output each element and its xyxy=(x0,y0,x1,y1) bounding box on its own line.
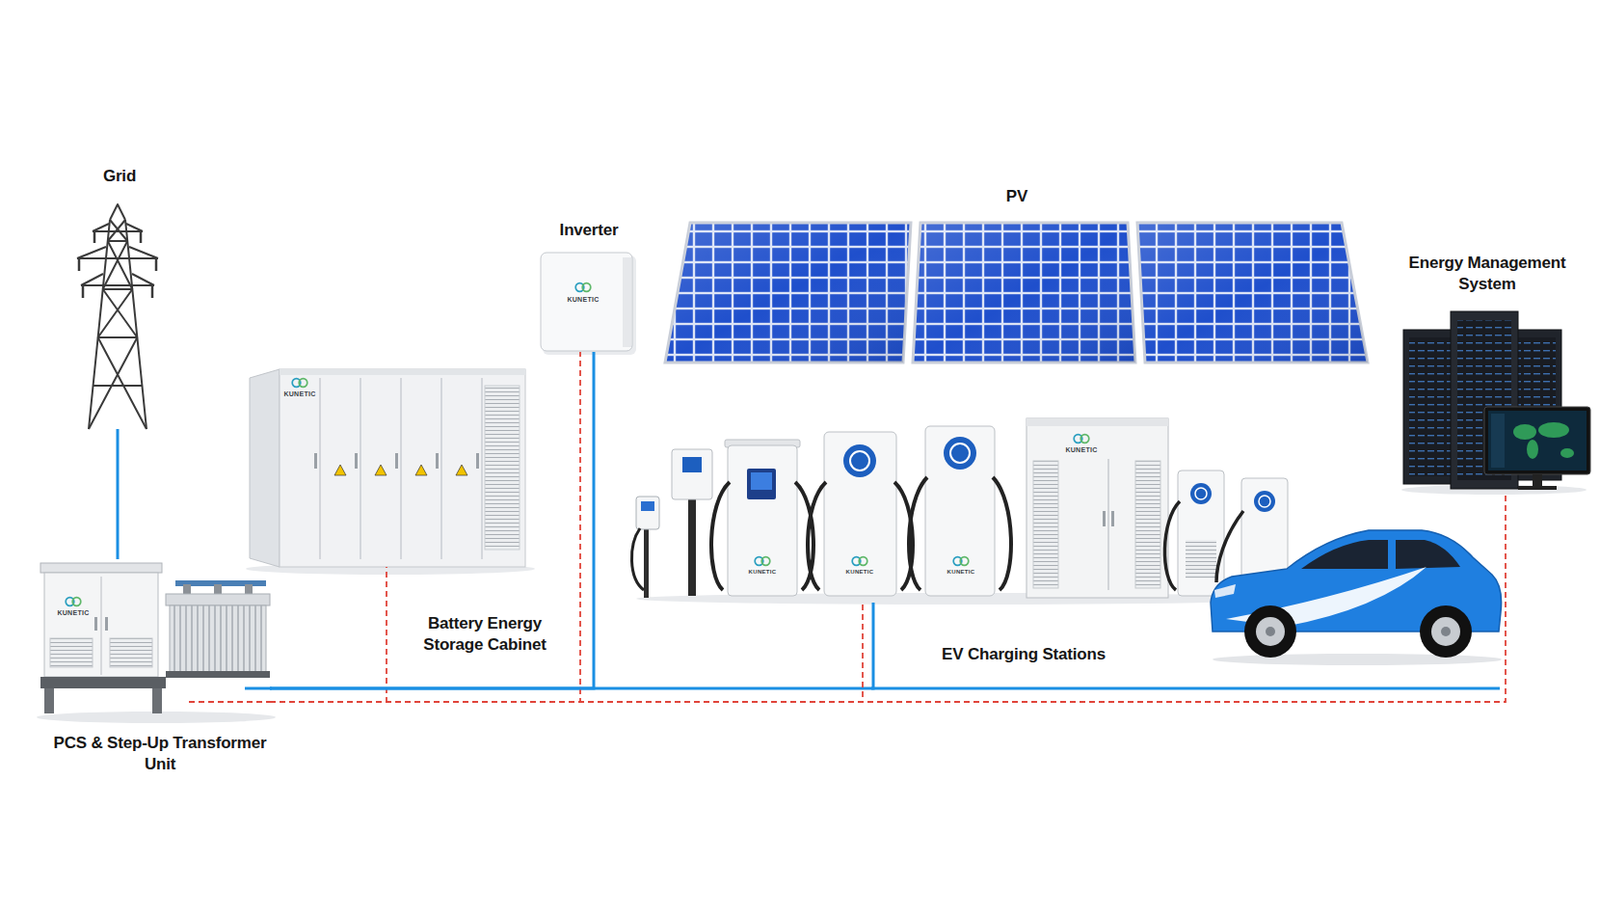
bus-stubs xyxy=(188,688,1500,702)
transmission-tower xyxy=(77,204,159,429)
node-caption: Grid xyxy=(103,165,136,187)
node-caption: PCS & Step-Up Transformer Unit xyxy=(45,732,275,775)
pcs-transformer-illustration xyxy=(36,562,276,723)
node-caption: Energy Management System xyxy=(1393,252,1581,295)
brand-label: KUNETIC xyxy=(846,568,875,576)
brand-label: KUNETIC xyxy=(56,609,89,617)
pcs-transformer-unit: PCS & Step-Up Transformer Unit xyxy=(40,559,270,720)
brand-label: KUNETIC xyxy=(283,390,316,399)
grid-tower: Grid xyxy=(71,204,169,429)
brand-label: KUNETIC xyxy=(947,568,976,576)
battery-storage-cabinet: Battery Energy Storage Cabinet xyxy=(249,369,526,567)
communication-line xyxy=(269,566,387,702)
ev-chargers xyxy=(631,418,1292,605)
node-caption: PV xyxy=(1006,186,1028,208)
communication-line xyxy=(269,494,1506,702)
pv-array: PV xyxy=(665,222,1368,363)
power-line xyxy=(116,428,120,560)
communication-line xyxy=(269,602,863,702)
pv-panels xyxy=(665,222,1368,363)
communication-line xyxy=(269,351,581,702)
brand-label: KUNETIC xyxy=(1065,446,1097,454)
server-racks xyxy=(1401,311,1591,495)
node-caption: Battery Energy Storage Cabinet xyxy=(407,613,562,656)
node-caption: Inverter xyxy=(560,219,619,241)
node-caption: EV Charging Stations xyxy=(941,643,1106,666)
inverter-illustration xyxy=(540,252,637,355)
power-line xyxy=(269,351,594,689)
electric-car xyxy=(1210,530,1502,666)
battery-container-illustration xyxy=(245,369,535,575)
energy-management-system: Energy Management System xyxy=(1403,311,1591,495)
brand-label: KUNETIC xyxy=(748,568,777,576)
brand-label: KUNETIC xyxy=(566,295,599,304)
power-line xyxy=(269,602,874,689)
